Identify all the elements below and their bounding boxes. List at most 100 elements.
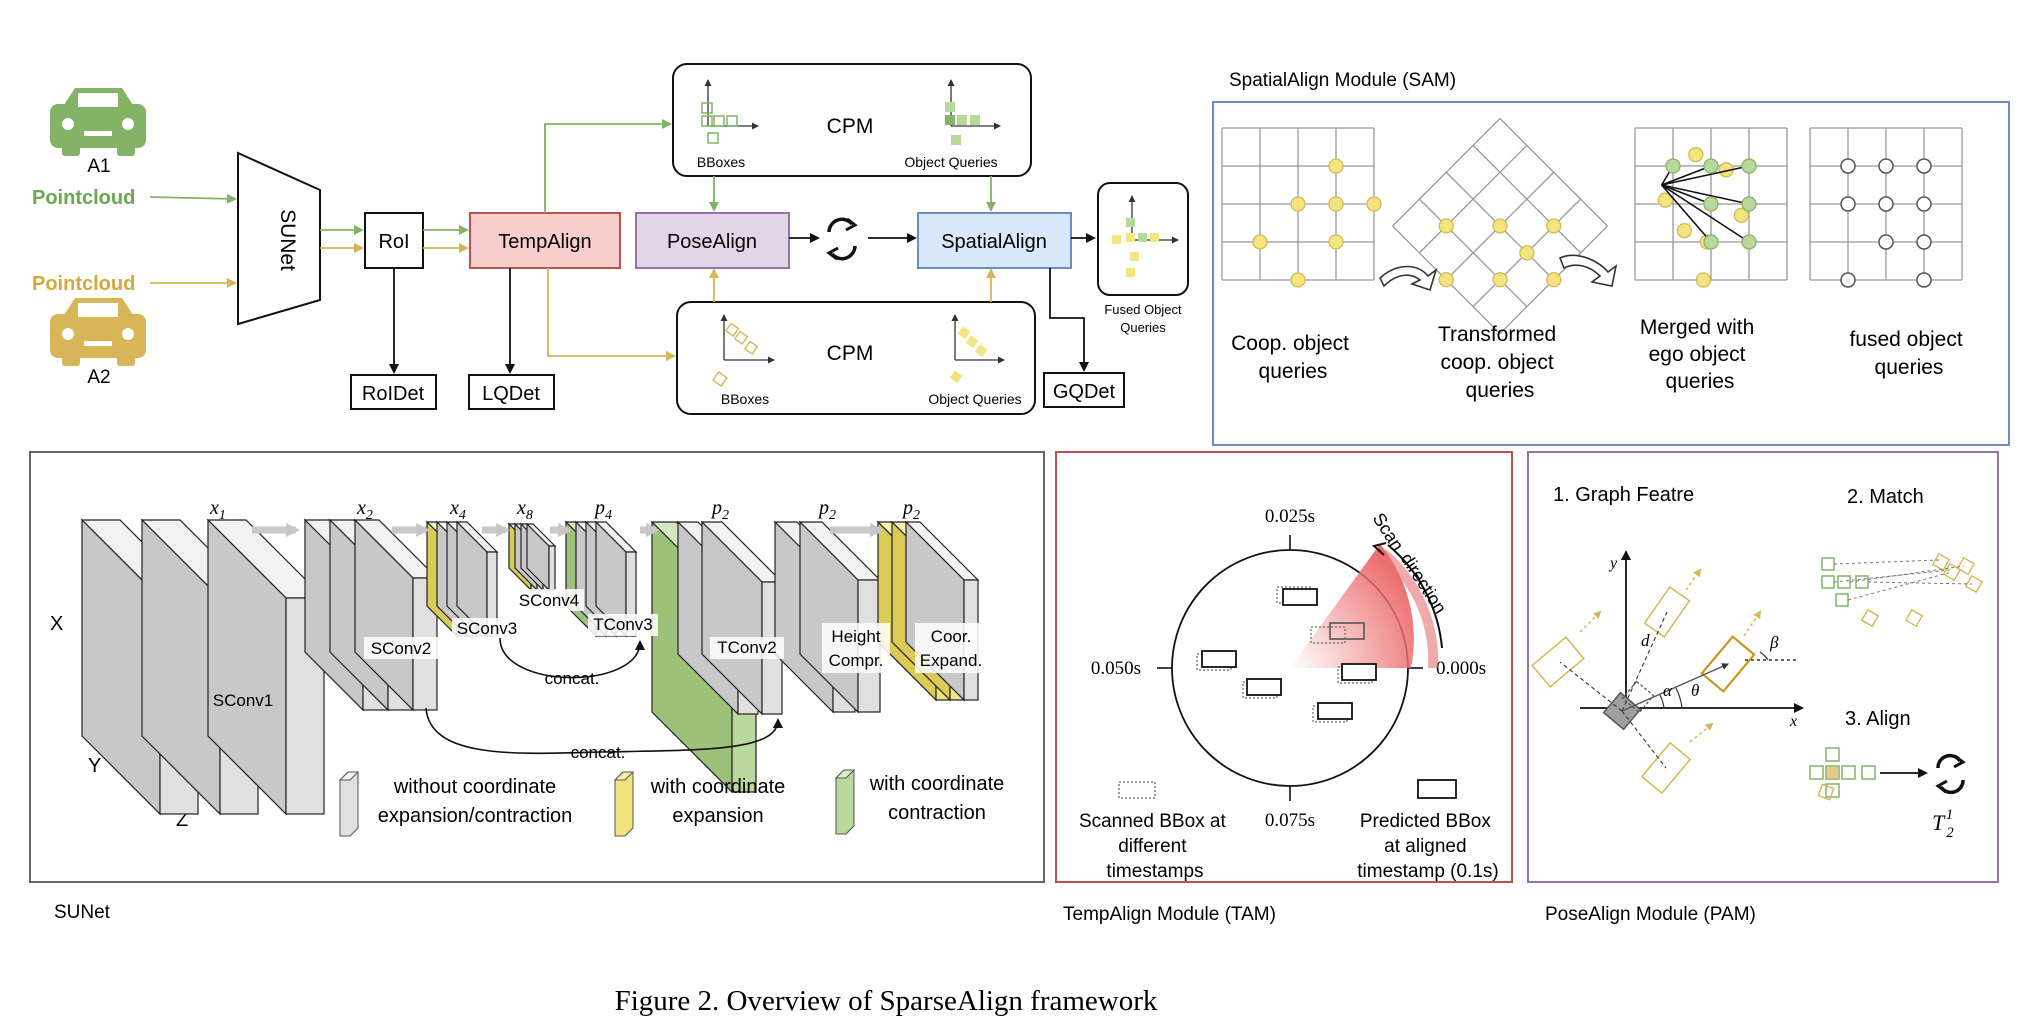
concat-label: concat.: [545, 669, 600, 688]
scale-labels: x1 x2 x4 x8 p4 p2 p2 p2: [209, 497, 920, 523]
scanned-bbox-legend: Scanned BBox at different timestamps: [1079, 811, 1231, 882]
tconv3-label: TConv3: [593, 615, 653, 634]
height-compr-label2: Compr.: [829, 651, 884, 670]
query-point: [1840, 158, 1856, 174]
query-point: [1252, 234, 1268, 250]
gqdet-label: GQDet: [1053, 381, 1116, 403]
cpm-top-bbox-plot: [701, 79, 759, 144]
pam-beta: β: [1769, 633, 1779, 652]
height-compr-label1: Height: [831, 627, 880, 646]
time-right: 0.000s: [1436, 658, 1486, 679]
cpm-bottom-queries: Object Queries: [928, 391, 1021, 407]
query-point: [1703, 234, 1719, 250]
query-point: [1290, 272, 1306, 288]
query-point: [1916, 234, 1932, 250]
scanned-bbox-legend-icon: [1118, 781, 1156, 799]
lqdet-block: [468, 374, 555, 410]
scan-sector: [1290, 544, 1414, 668]
pam-theta: θ: [1691, 681, 1699, 700]
query-point: [1328, 196, 1344, 212]
query-point: [1878, 158, 1894, 174]
concat-label: concat.: [571, 743, 626, 762]
pam-d: d: [1641, 631, 1650, 650]
merged-query-grid: [1634, 127, 1788, 288]
gqdet-block: [1043, 372, 1125, 408]
query-point: [1546, 272, 1562, 288]
scale-label: x1: [209, 497, 226, 523]
legend-green-line1: with coordinate: [869, 773, 1005, 795]
query-point: [1438, 272, 1454, 288]
agent2-input: Pointcloud: [32, 273, 135, 295]
cpm-bottom-bboxes: BBoxes: [721, 391, 769, 407]
axis-y-label: Y: [88, 755, 101, 777]
cpm-bottom-title: CPM: [827, 342, 874, 365]
pam-step2: 2. Match: [1847, 486, 1924, 508]
spatialalign-block: [917, 212, 1072, 269]
sunet-legend: without coordinate expansion/contraction…: [338, 769, 1005, 837]
query-point: [1695, 272, 1712, 288]
grid: [1221, 127, 1382, 288]
scale-label: p2: [710, 497, 729, 523]
coop-query-grid: [1221, 127, 1382, 288]
sam-caption1: Coop. object queries: [1231, 332, 1355, 383]
sunet-layer-stack: [80, 518, 980, 816]
fused-query-grid: [1809, 127, 1963, 288]
car-icon: [50, 298, 146, 366]
transformed-query-grid: [1392, 118, 1608, 334]
sam-caption4: fused object queries: [1849, 328, 1968, 379]
distance-vector: [1621, 663, 1729, 712]
query-point: [1916, 158, 1932, 174]
sam-caption2: Transformed coop. object queries: [1438, 323, 1562, 402]
query-point: [1741, 158, 1757, 174]
roi-label: RoI: [378, 231, 409, 253]
posealign-label: PoseAlign: [667, 231, 757, 253]
query-point: [1438, 218, 1454, 234]
query-point: [1328, 158, 1344, 174]
legend-gray-line2: expansion/contraction: [378, 805, 573, 827]
roi-block: [364, 212, 424, 269]
query-point: [1366, 196, 1382, 212]
bbox-pairs: [1196, 586, 1377, 723]
scale-label: x4: [449, 497, 466, 523]
sam-arrow-icon: [1558, 254, 1618, 287]
sunet-label: SUNet: [276, 209, 299, 271]
query-point: [1840, 272, 1856, 288]
scale-label: p2: [901, 497, 920, 523]
legend-gray-line1: without coordinate: [393, 776, 556, 798]
query-point: [1741, 234, 1757, 250]
lqdet-label: LQDet: [482, 383, 540, 405]
fused-queries-plot: [1112, 195, 1179, 277]
cpm-top-queries: Object Queries: [904, 154, 997, 170]
coor-expand-label2: Expand.: [920, 651, 982, 670]
agent1-input: Pointcloud: [32, 187, 135, 209]
query-point: [1665, 158, 1681, 174]
query-point: [1878, 234, 1894, 250]
layer-slab: [206, 518, 326, 816]
predicted-bbox-legend-icon: [1417, 779, 1457, 799]
legend-yellow-line1: with coordinate: [650, 776, 786, 798]
sam-caption3: Merged with ego object queries: [1640, 316, 1760, 393]
query-point: [1916, 272, 1932, 288]
query-point: [1703, 196, 1719, 212]
sam-title: SpatialAlign Module (SAM): [1229, 70, 1456, 91]
pam-axis-x: x: [1789, 713, 1797, 730]
scale-label: x2: [356, 497, 373, 523]
sam-panel: SpatialAlign Module (SAM) Coop. object q…: [1212, 70, 2010, 446]
tam-caption: TempAlign Module (TAM): [1063, 904, 1276, 925]
cpm-top-bboxes: BBoxes: [697, 154, 745, 170]
cpm-top: [672, 63, 1032, 177]
transform-sync-icon: [1935, 753, 1966, 795]
cpm-top-query-plot: [945, 79, 1001, 145]
query-point: [1492, 218, 1508, 234]
sunet-caption: SUNet: [54, 902, 111, 923]
agent1-label: A1: [87, 156, 110, 177]
pam-alpha: α: [1663, 681, 1673, 700]
query-point: [1492, 272, 1508, 288]
cpm-bottom-bbox-plot: [712, 314, 775, 387]
sconv4-label: SConv4: [519, 591, 579, 610]
axis-x-label: X: [50, 613, 63, 635]
grid: [1634, 127, 1788, 288]
